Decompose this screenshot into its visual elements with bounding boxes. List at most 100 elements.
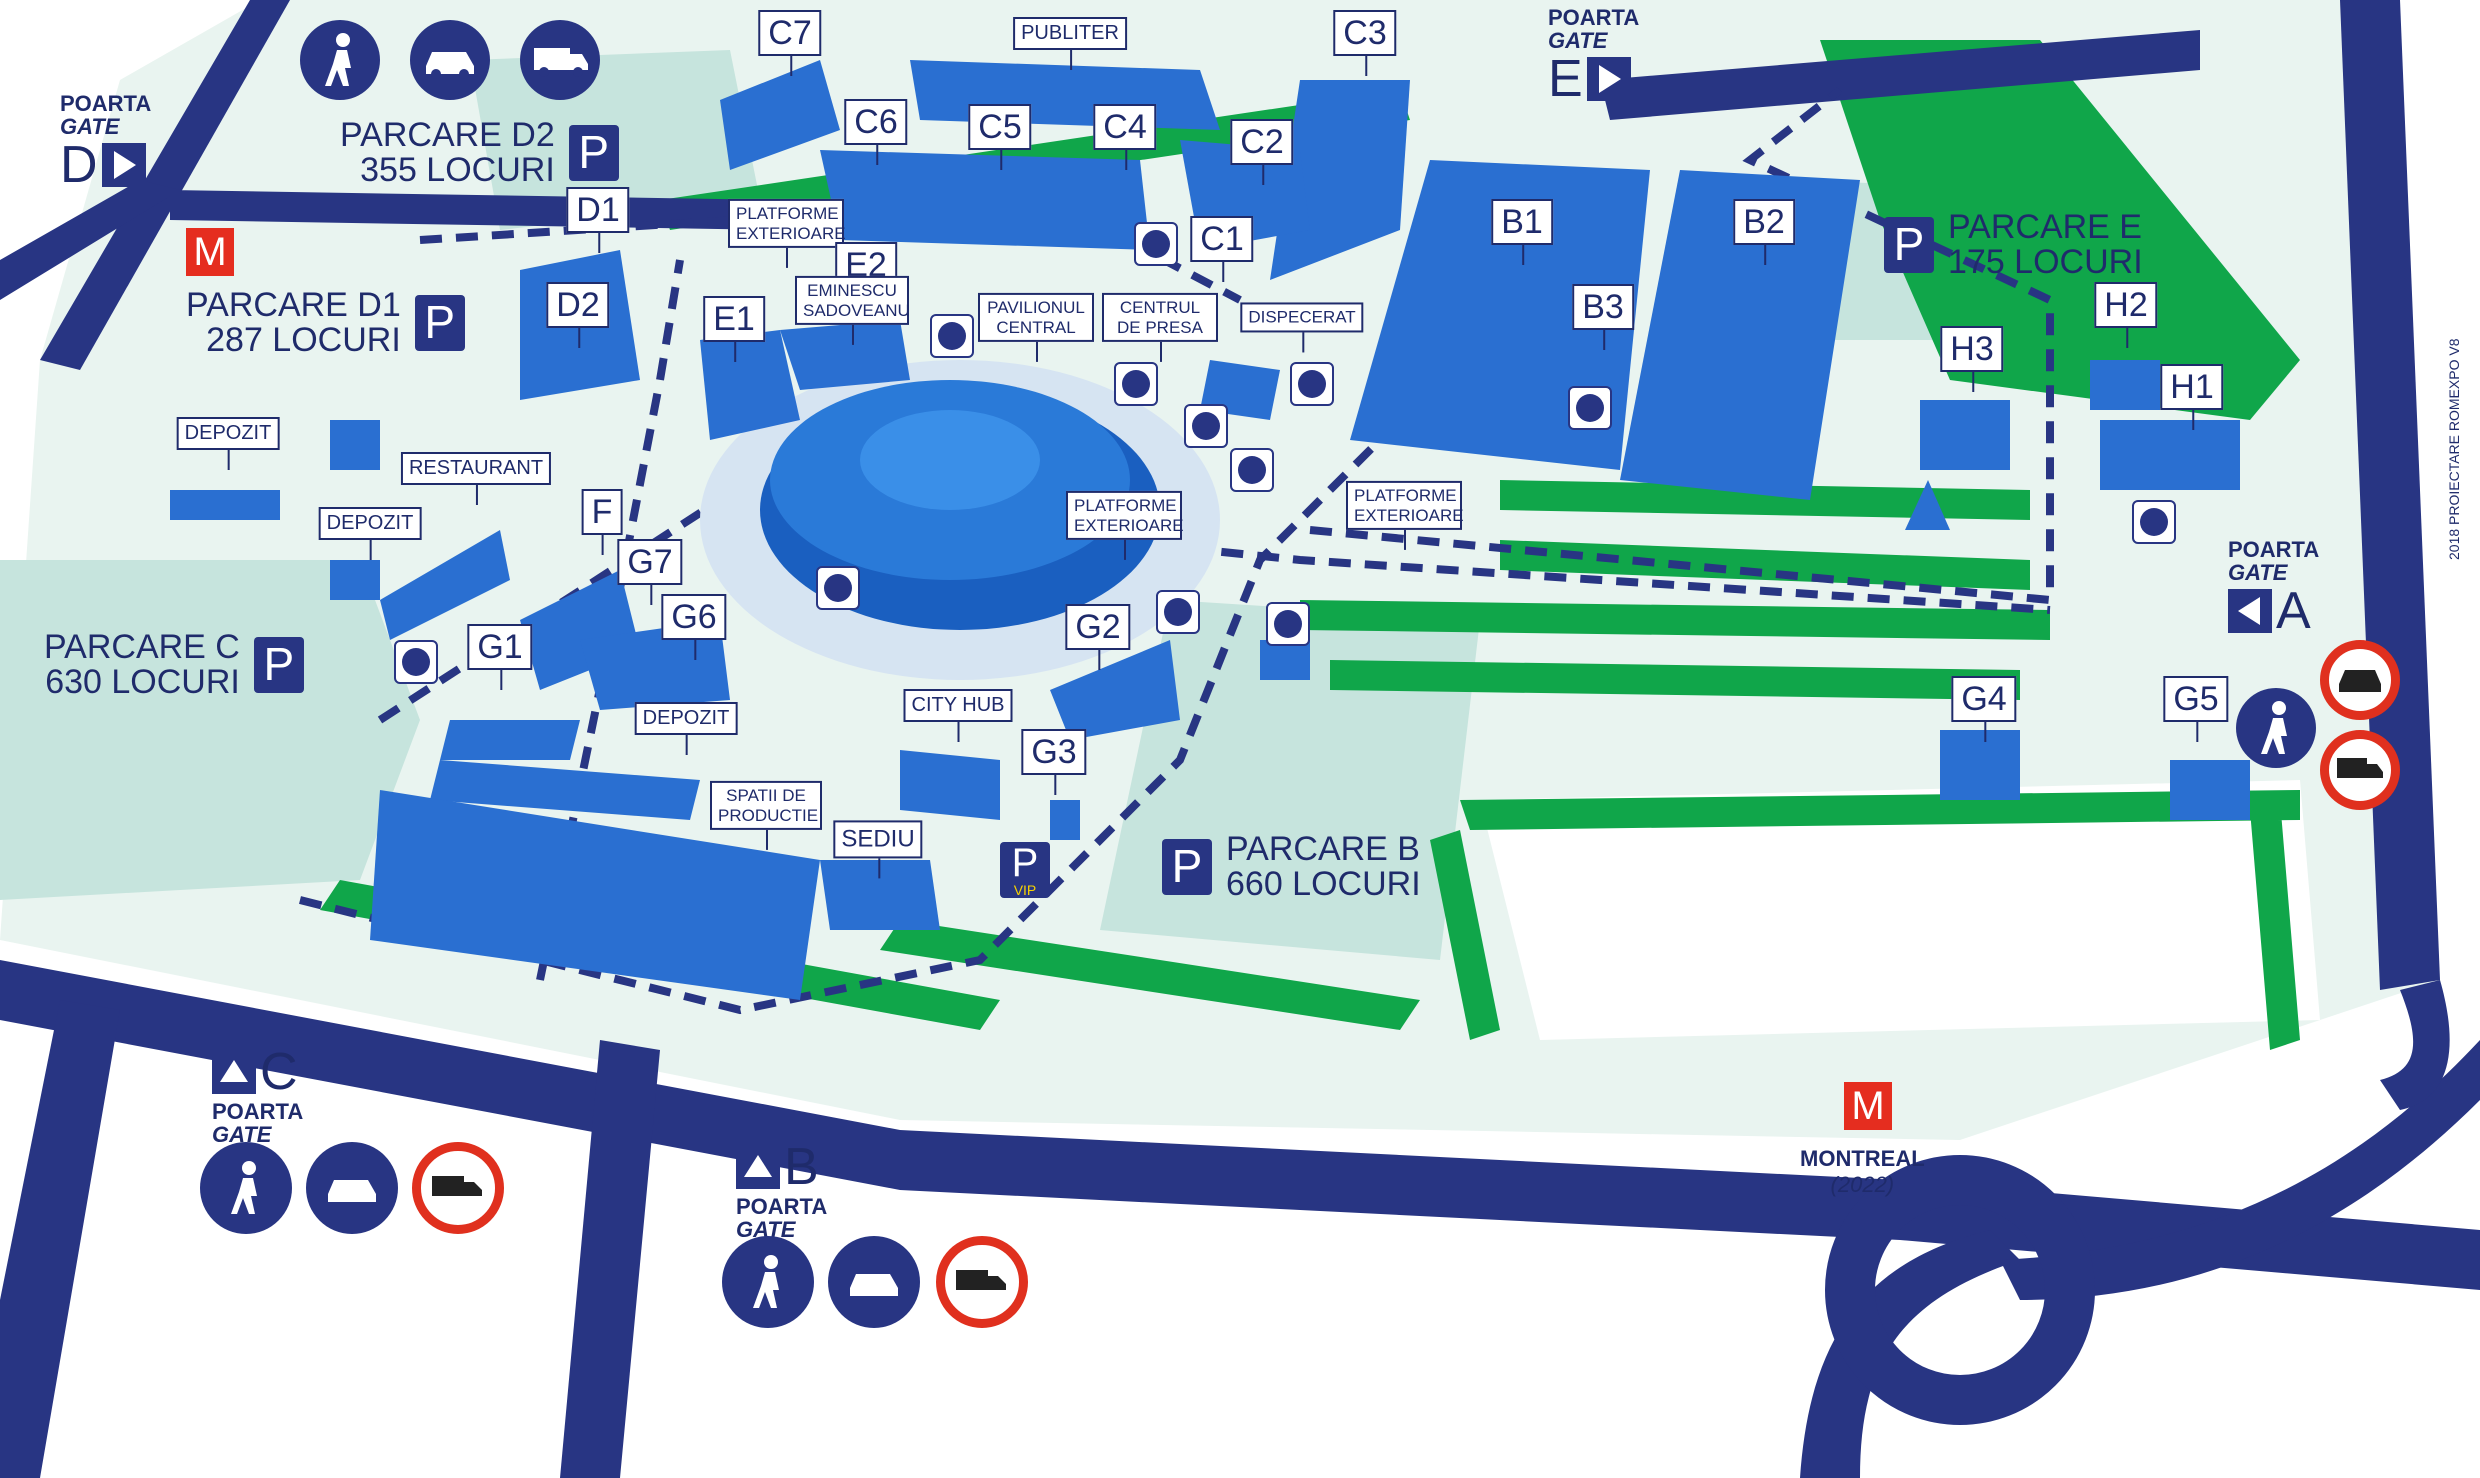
building-label[interactable]: H1 — [2160, 364, 2224, 430]
parking-icon: P — [253, 636, 304, 693]
pedestrian-icon — [300, 20, 380, 100]
building-label[interactable]: EMINESCU SADOVEANU — [795, 275, 910, 346]
parking-icon: P — [1011, 841, 1039, 885]
pedestrian-icon — [200, 1142, 292, 1234]
restaurant-icon — [1568, 386, 1612, 430]
road-east-border — [2340, 0, 2440, 990]
building-label[interactable]: PLATFORME EXTERIOARE — [1346, 480, 1464, 551]
parking-name: PARCARE C — [44, 628, 240, 666]
building-label[interactable]: PUBLITER — [1013, 17, 1127, 70]
restaurant-icon — [2132, 500, 2176, 544]
copyright-text: 2018 PROIECTARE ROMEXPO V8 — [2446, 338, 2462, 560]
parking-name: PARCARE E — [1948, 208, 2142, 246]
parking-icon: P — [414, 294, 465, 351]
building-label[interactable]: G1 — [467, 624, 533, 690]
building-label[interactable]: G2 — [1065, 604, 1131, 670]
building-label[interactable]: D2 — [546, 282, 610, 348]
building-label[interactable]: H2 — [2094, 282, 2158, 348]
triangle-marker — [1905, 480, 1950, 530]
building-label[interactable]: B3 — [1572, 284, 1634, 350]
gate-e[interactable]: POARTA GATE E — [1548, 6, 1639, 107]
building-label[interactable]: PLATFORME EXTERIOARE — [728, 198, 846, 269]
no-truck-icon — [936, 1236, 1028, 1328]
building-label[interactable]: C1 — [1190, 216, 1254, 282]
gate-d[interactable]: POARTA GATE D — [60, 92, 151, 193]
parking-spots: 355 LOCURI — [360, 150, 555, 189]
building-label[interactable]: C4 — [1093, 104, 1157, 170]
building-label[interactable]: SEDIU — [833, 820, 923, 878]
parking-spots: 660 LOCURI — [1226, 864, 1421, 903]
gate-label: POARTA — [736, 1193, 828, 1219]
gate-b[interactable]: B POARTA GATE — [736, 1140, 827, 1241]
gate-label-en: GATE — [1548, 28, 1608, 54]
gate-letter: D — [60, 136, 98, 195]
restaurant-icon — [1114, 362, 1158, 406]
gate-label-en: GATE — [60, 114, 120, 140]
car-icon — [306, 1142, 398, 1234]
green-area-east — [1820, 40, 2300, 420]
pedestrian-icon — [2236, 688, 2316, 768]
building-label[interactable]: CENTRUL DE PRESA — [1102, 292, 1218, 363]
building-label[interactable]: C6 — [844, 99, 908, 165]
building-label[interactable]: PLATFORME EXTERIOARE — [1066, 490, 1184, 561]
gate-label: POARTA — [212, 1098, 304, 1124]
parking-vip-sign[interactable]: P VIP — [1000, 842, 1050, 898]
building-label[interactable]: DEPOZIT — [634, 702, 738, 755]
station-year: (2022) — [1830, 1172, 1895, 1197]
building-label[interactable]: H3 — [1940, 326, 2004, 392]
building-label[interactable]: B2 — [1733, 199, 1795, 265]
building-label[interactable]: G4 — [1951, 676, 2017, 742]
building-label[interactable]: C3 — [1333, 10, 1397, 76]
gate-letter: E — [1548, 50, 1583, 109]
building-label[interactable]: E1 — [703, 296, 765, 362]
building-label[interactable]: F — [581, 489, 623, 555]
restaurant-icon — [816, 566, 860, 610]
building-label[interactable]: DISPECERAT — [1240, 302, 1364, 352]
building-label[interactable]: G6 — [661, 594, 727, 660]
car-icon — [828, 1236, 920, 1328]
gate-c[interactable]: C POARTA GATE — [212, 1045, 303, 1146]
pedestrian-icon — [722, 1236, 814, 1328]
parking-name: PARCARE D2 — [340, 116, 555, 154]
metro-station-montreal[interactable]: MONTREAL (2022) — [1800, 1146, 1925, 1198]
green-area-southeast — [1480, 780, 2320, 1040]
parking-name: PARCARE D1 — [186, 286, 401, 324]
parking-icon: P — [1884, 216, 1934, 273]
parking-spots: 287 LOCURI — [206, 320, 401, 359]
restaurant-icon — [1266, 602, 1310, 646]
building-label[interactable]: DEPOZIT — [318, 507, 422, 560]
gate-a[interactable]: POARTA GATE A — [2228, 538, 2319, 639]
road-northeast — [1600, 30, 2200, 120]
arrow-right-icon — [101, 143, 146, 188]
gate-letter: A — [2276, 582, 2311, 641]
road-southwest — [0, 1000, 120, 1478]
gate-label: POARTA — [60, 91, 152, 116]
restaurant-icon — [930, 314, 974, 358]
building-label[interactable]: G7 — [617, 539, 683, 605]
building-label[interactable]: D1 — [566, 187, 630, 253]
gate-letter: B — [784, 1138, 819, 1196]
building-label[interactable]: DEPOZIT — [176, 417, 280, 470]
truck-icon — [520, 20, 600, 100]
building-label[interactable]: PAVILIONUL CENTRAL — [978, 292, 1094, 363]
building-label[interactable]: G3 — [1021, 729, 1087, 795]
building-label[interactable]: C2 — [1230, 119, 1294, 185]
metro-icon: M — [1844, 1082, 1892, 1130]
arrow-up-icon — [736, 1145, 780, 1190]
building-label[interactable]: C7 — [758, 10, 822, 76]
building-label[interactable]: RESTAURANT — [400, 452, 552, 505]
building-label[interactable]: G5 — [2163, 676, 2229, 742]
building-label[interactable]: C5 — [968, 104, 1032, 170]
roundabout — [1825, 1155, 2095, 1425]
arrow-left-icon — [2228, 589, 2272, 634]
building-label[interactable]: B1 — [1491, 199, 1553, 265]
building-label[interactable]: CITY HUB — [903, 689, 1013, 742]
building-label[interactable]: SPATII DE PRODUCTIE — [710, 780, 822, 851]
restaurant-icon — [1134, 222, 1178, 266]
gate-label-en: GATE — [736, 1216, 796, 1242]
